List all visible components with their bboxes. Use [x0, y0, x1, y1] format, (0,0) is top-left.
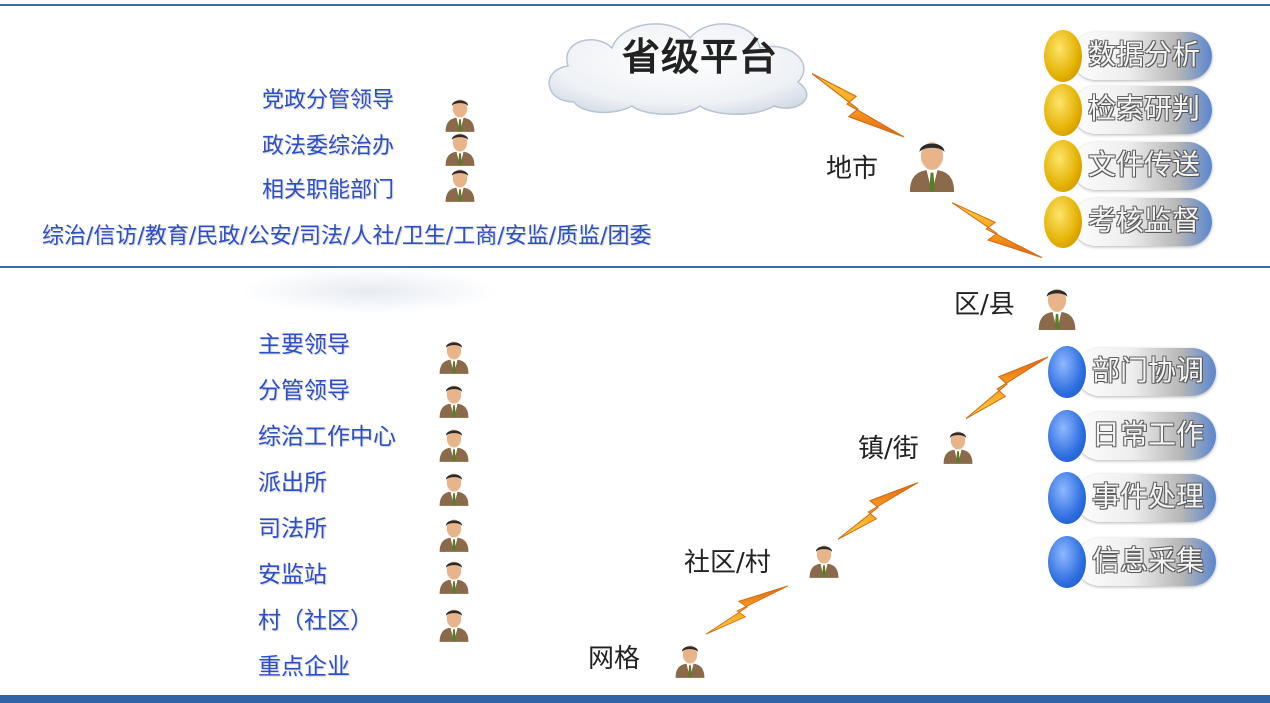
function-pill-file-transfer: 文件传送	[1044, 140, 1212, 192]
person-icon	[436, 556, 472, 594]
pill-label: 文件传送	[1088, 148, 1201, 181]
glow-decoration	[240, 268, 500, 314]
blue-bullet-icon	[1048, 410, 1086, 462]
person-icon	[442, 94, 478, 132]
county-role-label: 重点企业	[258, 654, 350, 680]
person-icon	[436, 604, 472, 642]
pill-label: 数据分析	[1088, 38, 1201, 71]
function-pill-assessment: 考核监督	[1044, 196, 1212, 248]
county-role-label: 派出所	[258, 470, 327, 496]
town-person-icon	[940, 426, 976, 464]
gold-bullet-icon	[1044, 196, 1082, 248]
cloud-shape	[534, 10, 824, 120]
gold-bullet-icon	[1044, 140, 1082, 192]
lightning-bolt-icon	[838, 478, 918, 546]
blue-bullet-icon	[1048, 346, 1086, 398]
function-pill-coordination: 部门协调	[1048, 346, 1216, 398]
pill-tab	[1076, 412, 1216, 460]
city-departments-label: 综治/信访/教育/民政/公安/司法/人社/卫生/工商/安监/质监/团委	[42, 224, 652, 249]
person-icon	[442, 128, 478, 166]
community-level-label: 社区/村	[684, 548, 771, 578]
provincial-platform-title: 省级平台	[622, 35, 779, 79]
blue-bullet-icon	[1048, 536, 1086, 588]
pill-tab	[1076, 538, 1216, 586]
town-level-label: 镇/街	[858, 434, 919, 464]
person-icon	[436, 424, 472, 462]
grid-level-label: 网格	[588, 644, 641, 674]
pill-label: 检索研判	[1088, 92, 1201, 125]
county-level-label: 区/县	[954, 290, 1015, 320]
pill-label: 事件处理	[1092, 480, 1205, 513]
lightning-bolt-icon	[706, 582, 788, 640]
pill-tab	[1076, 348, 1216, 396]
pill-label: 部门协调	[1092, 354, 1205, 387]
grid-person-icon	[672, 640, 708, 678]
function-pill-daily-work: 日常工作	[1048, 410, 1216, 462]
pill-label: 考核监督	[1088, 204, 1201, 237]
county-role-label: 司法所	[258, 516, 327, 542]
county-role-label: 分管领导	[258, 378, 350, 404]
person-icon	[436, 380, 472, 418]
person-icon	[436, 514, 472, 552]
person-icon	[442, 164, 478, 202]
city-role-label: 相关职能部门	[262, 178, 395, 203]
section-divider	[0, 266, 1270, 268]
function-pill-info-collection: 信息采集	[1048, 536, 1216, 588]
bottom-bar	[0, 695, 1270, 703]
person-icon	[436, 336, 472, 374]
county-role-label: 综治工作中心	[258, 424, 396, 450]
city-role-label: 政法委综治办	[262, 134, 395, 159]
city-level-label: 地市	[826, 154, 879, 184]
pill-tab	[1072, 32, 1212, 80]
lightning-bolt-icon	[952, 196, 1042, 262]
lightning-bolt-icon	[812, 66, 904, 142]
city-person-icon	[904, 134, 960, 192]
community-person-icon	[806, 540, 842, 578]
county-role-label: 主要领导	[258, 332, 350, 358]
pill-tab	[1072, 142, 1212, 190]
pill-tab	[1072, 198, 1212, 246]
pill-label: 日常工作	[1092, 418, 1205, 451]
pill-tab	[1076, 474, 1216, 522]
lightning-bolt-icon	[966, 352, 1048, 426]
county-role-label: 村（社区）	[258, 608, 373, 634]
blue-bullet-icon	[1048, 472, 1086, 524]
function-pill-data-analysis: 数据分析	[1044, 30, 1212, 82]
function-pill-search: 检索研判	[1044, 84, 1212, 136]
gold-bullet-icon	[1044, 84, 1082, 136]
pill-tab	[1072, 86, 1212, 134]
county-person-icon	[1034, 282, 1080, 330]
city-role-label: 党政分管领导	[262, 88, 395, 113]
function-pill-event-handling: 事件处理	[1048, 472, 1216, 524]
top-divider	[0, 4, 1270, 6]
person-icon	[436, 468, 472, 506]
gold-bullet-icon	[1044, 30, 1082, 82]
pill-label: 信息采集	[1092, 544, 1205, 577]
county-role-label: 安监站	[258, 562, 327, 588]
